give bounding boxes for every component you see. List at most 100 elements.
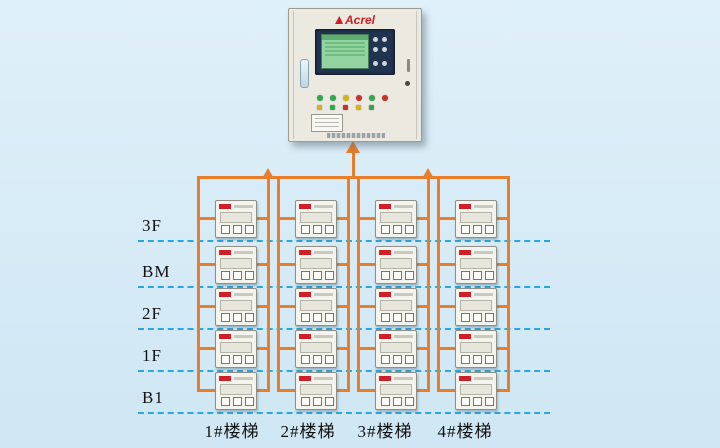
device-tag <box>299 292 311 297</box>
device-buttons <box>461 313 494 322</box>
screen-button <box>382 61 387 66</box>
floor-label-bm: BM <box>142 262 171 281</box>
stair-label-2: 2#楼梯 <box>280 422 336 441</box>
device-2f-stair3 <box>375 288 417 326</box>
device-stub-left <box>357 347 375 350</box>
device-buttons <box>301 355 334 364</box>
monitor-cabinet: Acrel <box>288 8 422 142</box>
device-screen <box>460 258 492 269</box>
floor-label-1f: 1F <box>142 346 162 365</box>
indicator-light <box>330 105 335 110</box>
device-b1-stair1 <box>215 372 257 410</box>
device-tag <box>219 376 231 381</box>
stair-label-1: 1#楼梯 <box>204 422 260 441</box>
floor-label-b1: B1 <box>142 388 164 407</box>
device-buttons <box>221 271 254 280</box>
device-screen <box>300 212 332 223</box>
device-screen <box>220 258 252 269</box>
device-bm-stair3 <box>375 246 417 284</box>
device-buttons <box>221 397 254 406</box>
device-stub-right <box>415 305 430 308</box>
device-label-line <box>314 335 333 338</box>
lcd-header <box>322 35 368 40</box>
indicator-light <box>330 95 336 101</box>
device-screen <box>460 384 492 395</box>
device-buttons <box>461 271 494 280</box>
device-label-line <box>394 251 413 254</box>
device-stub-left <box>357 263 375 266</box>
device-1f-stair1 <box>215 330 257 368</box>
device-label-line <box>394 293 413 296</box>
device-stub-left <box>197 347 215 350</box>
device-screen <box>300 342 332 353</box>
screen-button <box>382 37 387 42</box>
indicator-light <box>343 105 348 110</box>
device-stub-left <box>197 389 215 392</box>
device-screen <box>380 258 412 269</box>
device-stub-right <box>335 263 350 266</box>
lcd-display <box>321 34 369 69</box>
device-tag <box>379 376 391 381</box>
device-screen <box>460 342 492 353</box>
device-stub-right <box>415 347 430 350</box>
device-screen <box>300 384 332 395</box>
indicator-panel <box>289 9 421 141</box>
device-label-line <box>394 377 413 380</box>
device-screen <box>220 212 252 223</box>
acrel-logo: Acrel <box>289 13 421 27</box>
device-tag <box>459 204 471 209</box>
floor-separator <box>138 370 550 372</box>
device-stub-left <box>277 305 295 308</box>
device-tag <box>299 334 311 339</box>
device-buttons <box>301 225 334 234</box>
device-buttons <box>221 225 254 234</box>
device-label-line <box>314 251 333 254</box>
device-stub-right <box>415 217 430 220</box>
device-tag <box>219 204 231 209</box>
lcd-row <box>325 54 365 56</box>
device-label-line <box>234 377 253 380</box>
lcd-row <box>325 46 365 48</box>
floor-separator <box>138 240 550 242</box>
device-screen <box>220 384 252 395</box>
device-tag <box>379 292 391 297</box>
device-label-line <box>474 205 493 208</box>
device-label-line <box>474 377 493 380</box>
bus-vertical-right-4 <box>507 176 510 390</box>
bus-vertical-left-3 <box>357 176 360 390</box>
device-stub-left <box>357 389 375 392</box>
device-buttons <box>301 397 334 406</box>
device-stub-right <box>495 347 510 350</box>
bus-vertical-left-4 <box>437 176 440 390</box>
device-label-line <box>234 251 253 254</box>
device-buttons <box>461 397 494 406</box>
device-stub-right <box>335 305 350 308</box>
device-tag <box>219 250 231 255</box>
device-buttons <box>381 397 414 406</box>
device-screen <box>220 342 252 353</box>
device-stub-right <box>335 389 350 392</box>
bus-vertical-left-1 <box>197 176 200 390</box>
device-stub-left <box>357 305 375 308</box>
door-handle <box>407 59 410 72</box>
nameplate <box>327 133 385 138</box>
bus-vertical-right-1 <box>267 176 270 390</box>
stair-label-4: 4#楼梯 <box>437 422 493 441</box>
device-stub-right <box>335 217 350 220</box>
device-b1-stair4 <box>455 372 497 410</box>
device-stub-right <box>495 389 510 392</box>
device-screen <box>460 300 492 311</box>
floor-separator <box>138 328 550 330</box>
device-stub-right <box>495 305 510 308</box>
device-label-line <box>234 205 253 208</box>
device-stub-right <box>255 389 270 392</box>
bus-vertical-right-2 <box>347 176 350 390</box>
device-stub-left <box>437 389 455 392</box>
device-buttons <box>221 313 254 322</box>
device-label-line <box>474 293 493 296</box>
device-tag <box>379 204 391 209</box>
arrow-to-cabinet-head <box>346 141 360 153</box>
stair-label-3: 3#楼梯 <box>357 422 413 441</box>
device-screen <box>380 300 412 311</box>
device-stub-left <box>197 263 215 266</box>
